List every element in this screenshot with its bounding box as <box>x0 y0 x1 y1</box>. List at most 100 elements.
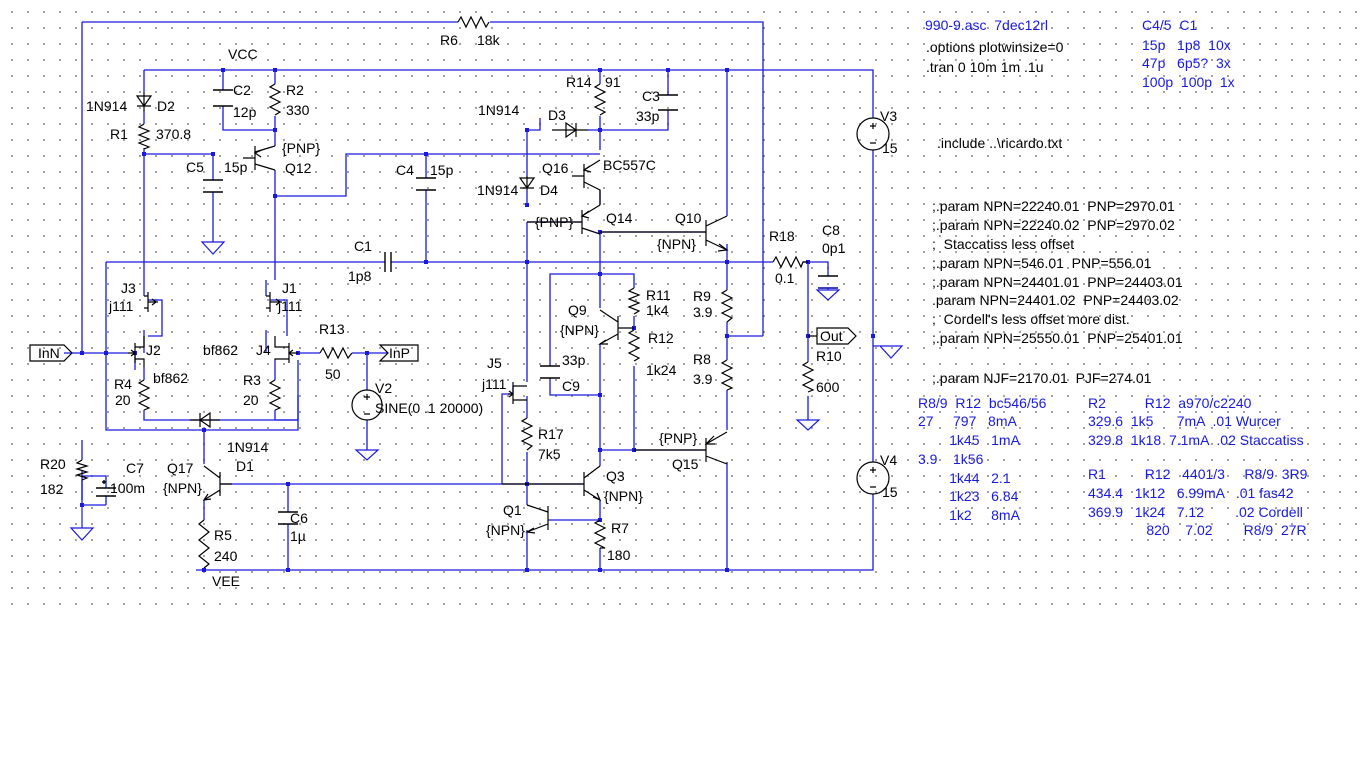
jfet-j4[interactable] <box>274 336 298 363</box>
capacitor-c6[interactable] <box>278 511 298 525</box>
q12-label: Q12 <box>285 160 312 176</box>
r11-label: R11 <box>646 287 671 303</box>
capacitor-c4[interactable] <box>416 177 436 191</box>
r2-row-3: 329.8 1k18 7.1mA .02 Staccatiss <box>1088 432 1304 448</box>
resistor-r10[interactable] <box>801 361 815 393</box>
r2-row-1: R2 R12 a970/c2240 <box>1088 395 1252 411</box>
resistor-r2[interactable] <box>268 83 282 116</box>
capacitor-c3[interactable] <box>658 94 678 111</box>
diode-d1[interactable] <box>190 411 220 429</box>
j1-label: J1 <box>282 280 297 296</box>
capacitor-c8[interactable] <box>818 275 838 289</box>
j3-model: j111 <box>109 298 134 314</box>
v2-value: SINE(0 .1 20000) <box>375 400 484 416</box>
directive-param-4: ;.param NPN=24401.01 PNP=24403.01 <box>932 274 1183 290</box>
d4-model: 1N914 <box>477 182 519 198</box>
c1-value: 1p8 <box>348 268 372 284</box>
net-flag-out-shape[interactable] <box>808 327 857 345</box>
transistor-q17[interactable] <box>202 465 232 501</box>
resistor-r13[interactable] <box>319 346 353 360</box>
d4-label: D4 <box>540 182 558 198</box>
transistor-q16[interactable] <box>572 159 601 205</box>
r3-value: 20 <box>243 392 259 408</box>
q17-model: {NPN} <box>163 480 202 496</box>
r13-value: 50 <box>325 366 341 382</box>
diode-d4[interactable] <box>518 176 536 190</box>
capacitor-c1[interactable] <box>384 252 392 272</box>
c6-value: 1µ <box>290 528 306 544</box>
transistor-q12[interactable] <box>243 145 276 171</box>
transistor-q15[interactable] <box>634 431 728 465</box>
resistor-r3[interactable] <box>268 379 282 411</box>
ground-symbol-r20 <box>69 505 95 541</box>
voltage-source-v2[interactable] <box>351 389 383 421</box>
resistor-r8[interactable] <box>720 359 734 391</box>
c4-label: C4 <box>396 162 414 178</box>
r1-label: R1 <box>110 126 128 142</box>
q12-model: {PNP} <box>282 140 321 156</box>
resistor-r18[interactable] <box>772 255 808 269</box>
resistor-r14[interactable] <box>593 83 607 116</box>
r13-label: R13 <box>319 321 345 337</box>
resistor-r4[interactable] <box>137 379 151 411</box>
voltage-source-v4[interactable] <box>856 461 890 495</box>
q14-model: {PNP} <box>535 214 574 230</box>
jfet-j1[interactable] <box>266 292 282 312</box>
d3-label: D3 <box>548 107 566 123</box>
net-flag-out[interactable]: Out <box>820 328 843 344</box>
net-flag-inp-shape[interactable] <box>378 344 419 362</box>
net-flag-inn-shape[interactable] <box>29 344 73 362</box>
transistor-q10[interactable] <box>600 215 729 252</box>
d1-label: D1 <box>236 458 254 474</box>
r1-value: 370.8 <box>156 126 192 142</box>
capacitor-c2[interactable] <box>213 89 233 107</box>
resistor-r20[interactable] <box>74 459 90 481</box>
r20-value: 182 <box>40 481 64 497</box>
jfet-j2[interactable] <box>128 336 145 367</box>
v2-label: V2 <box>375 380 393 396</box>
c2-label: C2 <box>233 82 251 98</box>
jfet-j5[interactable] <box>508 382 527 404</box>
wire-junctions <box>80 68 875 572</box>
r14-value: 91 <box>605 74 621 90</box>
resistor-r6[interactable] <box>457 15 490 29</box>
r17-label: R17 <box>538 426 564 442</box>
ground-symbol-c5 <box>200 241 226 255</box>
transistor-q9[interactable] <box>598 309 634 345</box>
directive-param-6: ;.param NPN=25550.01 PNP=25401.01 <box>932 330 1183 346</box>
voltage-source-v3[interactable] <box>856 117 890 151</box>
resistor-r11[interactable] <box>627 287 641 315</box>
capacitor-c5[interactable] <box>203 179 223 193</box>
resistor-r9[interactable] <box>720 289 734 323</box>
jfet-j3[interactable] <box>144 292 158 312</box>
resistor-r12[interactable] <box>627 329 641 362</box>
c5-label: C5 <box>186 159 204 175</box>
q14-label: Q14 <box>606 210 633 226</box>
c6-label: C6 <box>290 510 308 526</box>
r2-row-2: 329.6 1k5 7mA .01 Wurcer <box>1088 413 1281 429</box>
net-flag-inn[interactable]: InN <box>38 345 60 361</box>
transistor-q1[interactable] <box>525 504 549 534</box>
capacitor-c7[interactable] <box>96 480 116 497</box>
q17-label: Q17 <box>167 460 194 476</box>
diode-d2[interactable] <box>135 92 153 112</box>
r2-label: R2 <box>286 82 304 98</box>
r7-label: R7 <box>611 520 629 536</box>
resistor-r1[interactable] <box>137 123 151 150</box>
resistor-r17[interactable] <box>520 417 534 451</box>
r11-value: 1k4 <box>646 302 669 318</box>
r89-row-1: R8/9 R12 bc546/56 <box>918 395 1047 411</box>
net-flag-inp[interactable]: InP <box>389 345 411 361</box>
resistor-r7[interactable] <box>593 519 607 549</box>
capacitor-c9[interactable] <box>540 365 560 379</box>
j4-model: bf862 <box>203 342 239 358</box>
r4-label: R4 <box>114 376 132 392</box>
resistor-r5[interactable] <box>198 519 210 569</box>
r12-label: R12 <box>648 330 674 346</box>
transistor-q14[interactable] <box>527 204 601 235</box>
c45-row-3: 100p 100p 1x <box>1142 74 1235 90</box>
r5-value: 240 <box>214 548 238 564</box>
transistor-q3[interactable] <box>502 465 602 502</box>
diode-d3[interactable] <box>552 121 588 139</box>
